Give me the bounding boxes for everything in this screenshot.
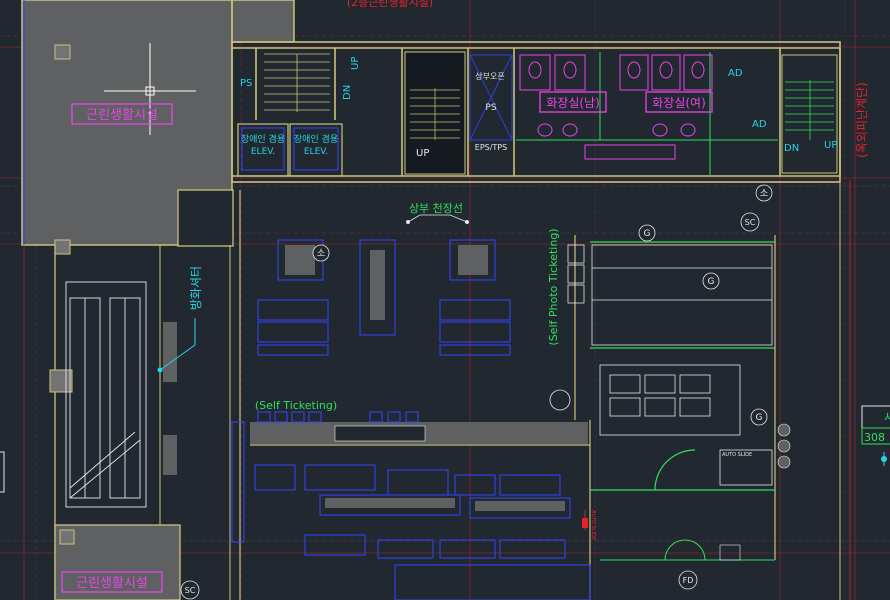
hvac-units	[777, 423, 791, 469]
fire-shutter-label: 방화셔터	[189, 266, 203, 310]
tag-g-1-text: G	[644, 229, 651, 239]
ceiling-line-label: 상부 천장선	[409, 201, 463, 215]
restroom-f-label: 화장실(여)	[652, 96, 706, 110]
fire-shutter-leader	[157, 318, 196, 373]
elevator-2: 장애인 겸용 ELEV.	[289, 123, 343, 177]
tag-sc-1-text: SC	[745, 218, 756, 227]
elevator-1: 장애인 겸용 ELEV.	[237, 123, 289, 177]
restroom-f-box: 화장실(여)	[645, 91, 713, 113]
top-cut-label: (2층근린생활시설)	[347, 0, 433, 9]
tag-sc-2: SC	[180, 580, 200, 600]
tag-fd: FD	[678, 570, 698, 590]
right-edge: 시 308	[839, 180, 890, 600]
tag-g-1: G	[638, 224, 656, 242]
tag-so-1: 소	[312, 244, 330, 262]
amenity-block-bottom: 근린생활시설	[54, 524, 181, 600]
stair-dn-label: DN	[342, 85, 353, 100]
stair-right-dn: DN	[784, 143, 799, 154]
core-walls	[231, 41, 841, 183]
retail-displays	[254, 464, 591, 600]
crosshair-cursor	[104, 43, 196, 135]
tag-fd-text: FD	[683, 576, 694, 585]
retail-gray	[325, 498, 565, 511]
restroom-walls	[516, 52, 778, 175]
self-ticketing-label: (Self Ticketing)	[255, 399, 337, 412]
amenity-label-top-box: 근린생활시설	[71, 103, 173, 125]
shaft-open-label: 상부오픈	[475, 71, 504, 81]
photo-booths	[549, 244, 585, 411]
ps-left-label: PS	[240, 78, 252, 89]
tag-g-3: G	[750, 408, 768, 426]
restroom-m-label: 화장실(남)	[546, 96, 600, 110]
amenity-label-top: 근린생활시설	[86, 108, 158, 123]
tag-g-2: G	[702, 272, 720, 290]
circle-tags: 소 SC G G G 소 SC FD	[180, 184, 773, 600]
elevator-1-line1: 장애인 겸용	[241, 133, 285, 145]
edge-char-label: 시	[884, 411, 890, 424]
self-photo-label: (Self Photo Ticketing)	[547, 228, 560, 345]
kiosk-clusters	[257, 239, 511, 356]
stair-right	[781, 54, 838, 174]
amenity-block-top	[21, 0, 295, 255]
evac-stair-label: (옥외피난계단)	[855, 82, 869, 158]
ticket-counter	[231, 411, 588, 543]
eps-tps-label: EPS/TPS	[475, 143, 507, 152]
restroom-m-box: 화장실(남)	[539, 91, 607, 113]
escalators	[65, 281, 147, 508]
tag-so-1-text: 소	[317, 248, 325, 259]
auto-slide-label-2: AUTO SLIDE	[590, 510, 596, 540]
tag-so-2-text: 소	[760, 188, 768, 199]
stair-left	[264, 53, 330, 112]
lower-doors	[600, 539, 775, 561]
stair-center-up: UP	[416, 148, 429, 159]
tag-sc-1: SC	[740, 212, 760, 232]
tag-sc-2-text: SC	[185, 586, 196, 595]
stair-up-label: UP	[350, 57, 361, 70]
kiosk-gray	[285, 245, 488, 320]
restroom-fixtures	[519, 54, 713, 160]
stair-center	[404, 51, 466, 175]
left-edge-box	[0, 451, 5, 493]
tag-g-3-text: G	[756, 413, 763, 423]
ps-center-label: PS	[485, 103, 496, 113]
elevator-2-line1: 장애인 겸용	[294, 133, 338, 145]
amenity-label-bottom: 근린생활시설	[76, 576, 148, 591]
shaft-block	[469, 54, 513, 141]
red-marker	[582, 518, 588, 528]
stair-right-up: UP	[824, 140, 837, 151]
ceiling-line-markers	[406, 214, 469, 224]
tag-so-2: 소	[755, 184, 773, 202]
elevator-1-line2: ELEV.	[251, 147, 275, 157]
elevator-2-line2: ELEV.	[304, 147, 328, 157]
ad-label-2: AD	[752, 119, 767, 130]
auto-slide-label-1: AUTO SLIDE	[722, 452, 752, 458]
office-walls	[590, 241, 775, 491]
edge-value-label: 308	[864, 431, 885, 444]
ad-label-1: AD	[728, 68, 743, 79]
tag-g-2-text: G	[708, 277, 715, 287]
office-area	[591, 244, 773, 486]
